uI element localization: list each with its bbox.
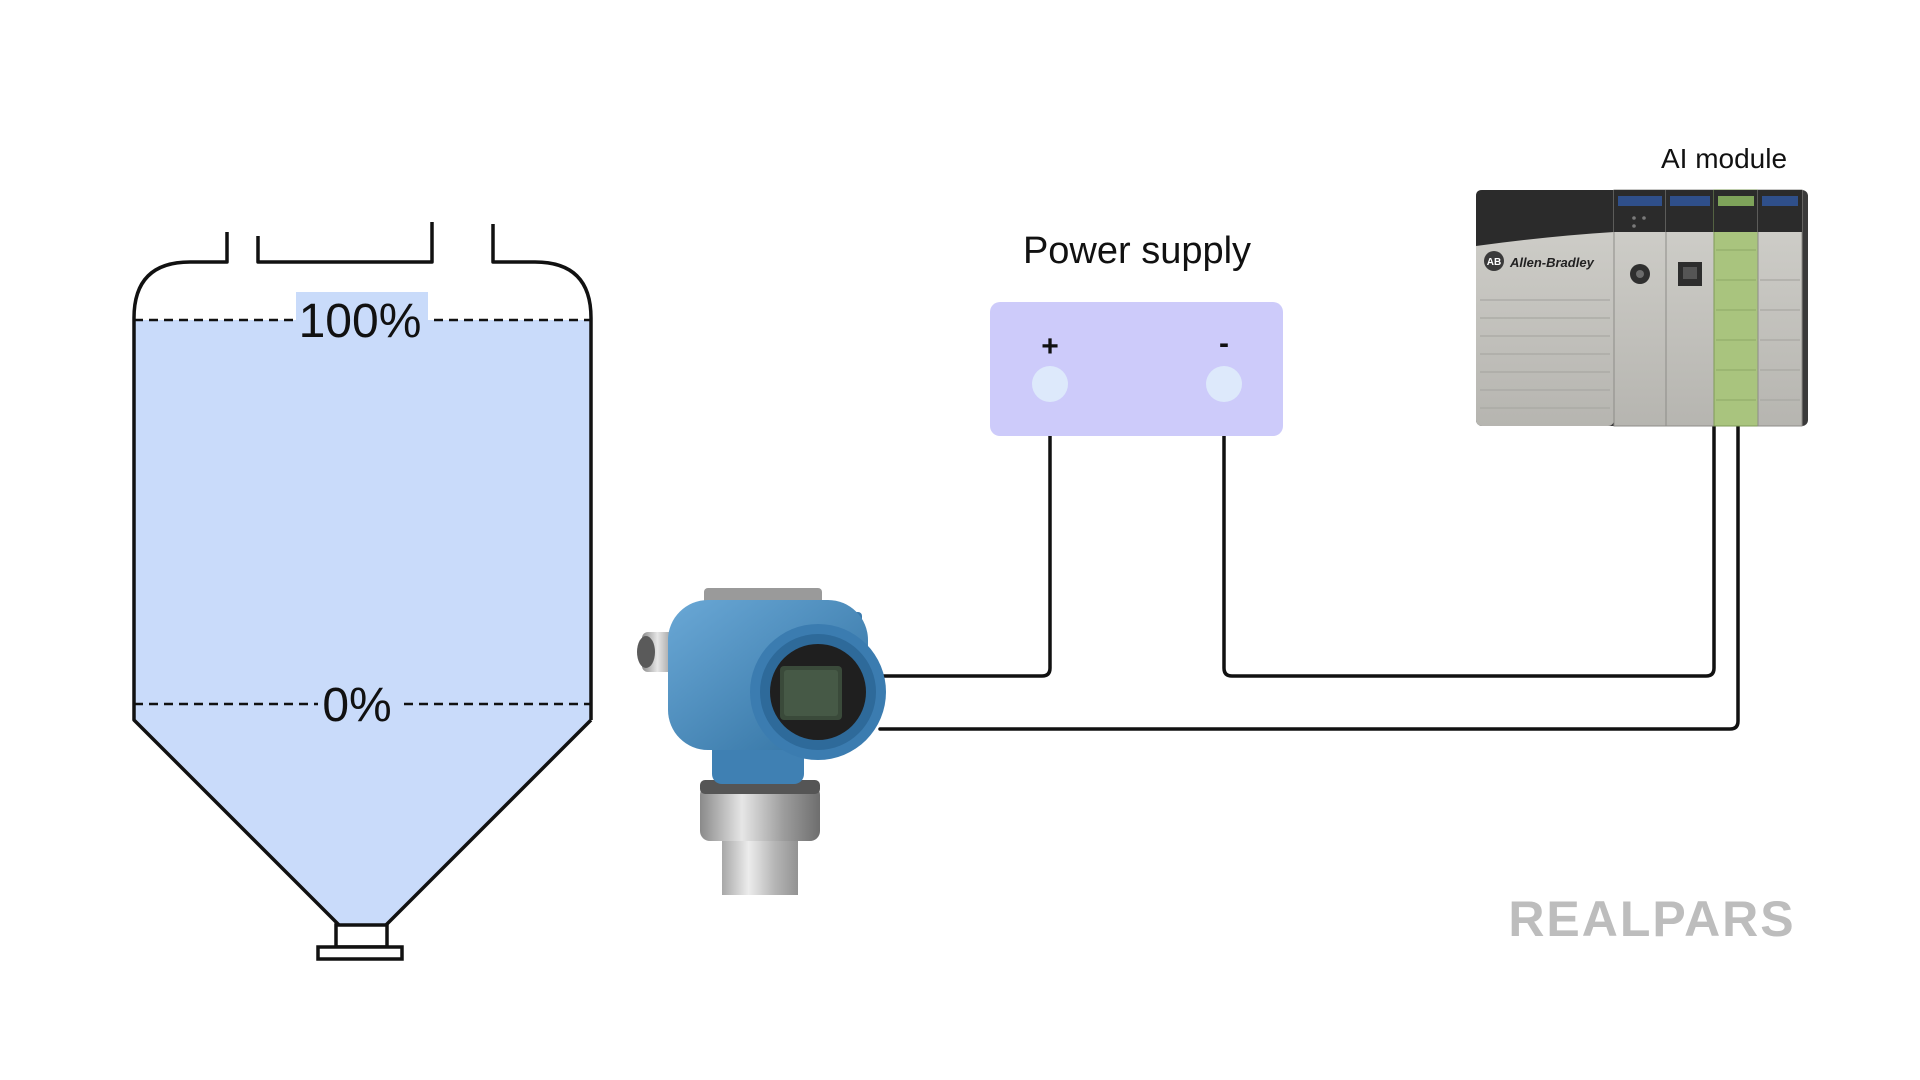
power-supply-positive-terminal [1032, 366, 1068, 402]
plc-io-module [1757, 189, 1803, 427]
ai-module-title: AI module [1661, 143, 1787, 174]
wire-transmitter-to-psu-positive [878, 390, 1052, 678]
tank-outline [132, 224, 593, 927]
tank-outlet [334, 923, 389, 949]
silo-tank: 100% 0% [132, 222, 593, 961]
level-high-label: 100% [299, 295, 422, 348]
plc-communication-module [1665, 189, 1715, 427]
power-supply-negative-terminal [1206, 366, 1242, 402]
power-supply-box [990, 302, 1283, 436]
transmitter-flange [700, 785, 820, 841]
level-low-label: 0% [322, 679, 391, 732]
power-supply-negative-label: - [1219, 327, 1229, 360]
pressure-transmitter-icon [637, 588, 886, 895]
tank-inlet [256, 222, 434, 264]
transmitter-stem [722, 835, 798, 895]
ab-logo-badge [1484, 251, 1504, 271]
brand-text: Allen-Bradley [1509, 255, 1595, 270]
tank-outlet-flange [316, 945, 404, 961]
wire-psu-negative-to-ai-module [1222, 390, 1716, 678]
power-supply-title: Power supply [1023, 230, 1251, 272]
plc-power-module: AB Allen-Bradley [1476, 190, 1614, 426]
power-supply-positive-label: + [1041, 330, 1059, 363]
plc-processor-module [1613, 189, 1667, 427]
tank-liquid [134, 320, 591, 925]
plc-rack: AI module AB Allen-Bradley [1476, 143, 1808, 427]
ab-logo-text: AB [1487, 257, 1501, 268]
wiring [878, 390, 1740, 731]
wire-transmitter-to-ai-module [878, 418, 1740, 731]
power-supply: Power supply + - [990, 230, 1283, 436]
realpars-watermark: REALPARS [1508, 891, 1795, 947]
ai-module-card [1713, 189, 1759, 427]
